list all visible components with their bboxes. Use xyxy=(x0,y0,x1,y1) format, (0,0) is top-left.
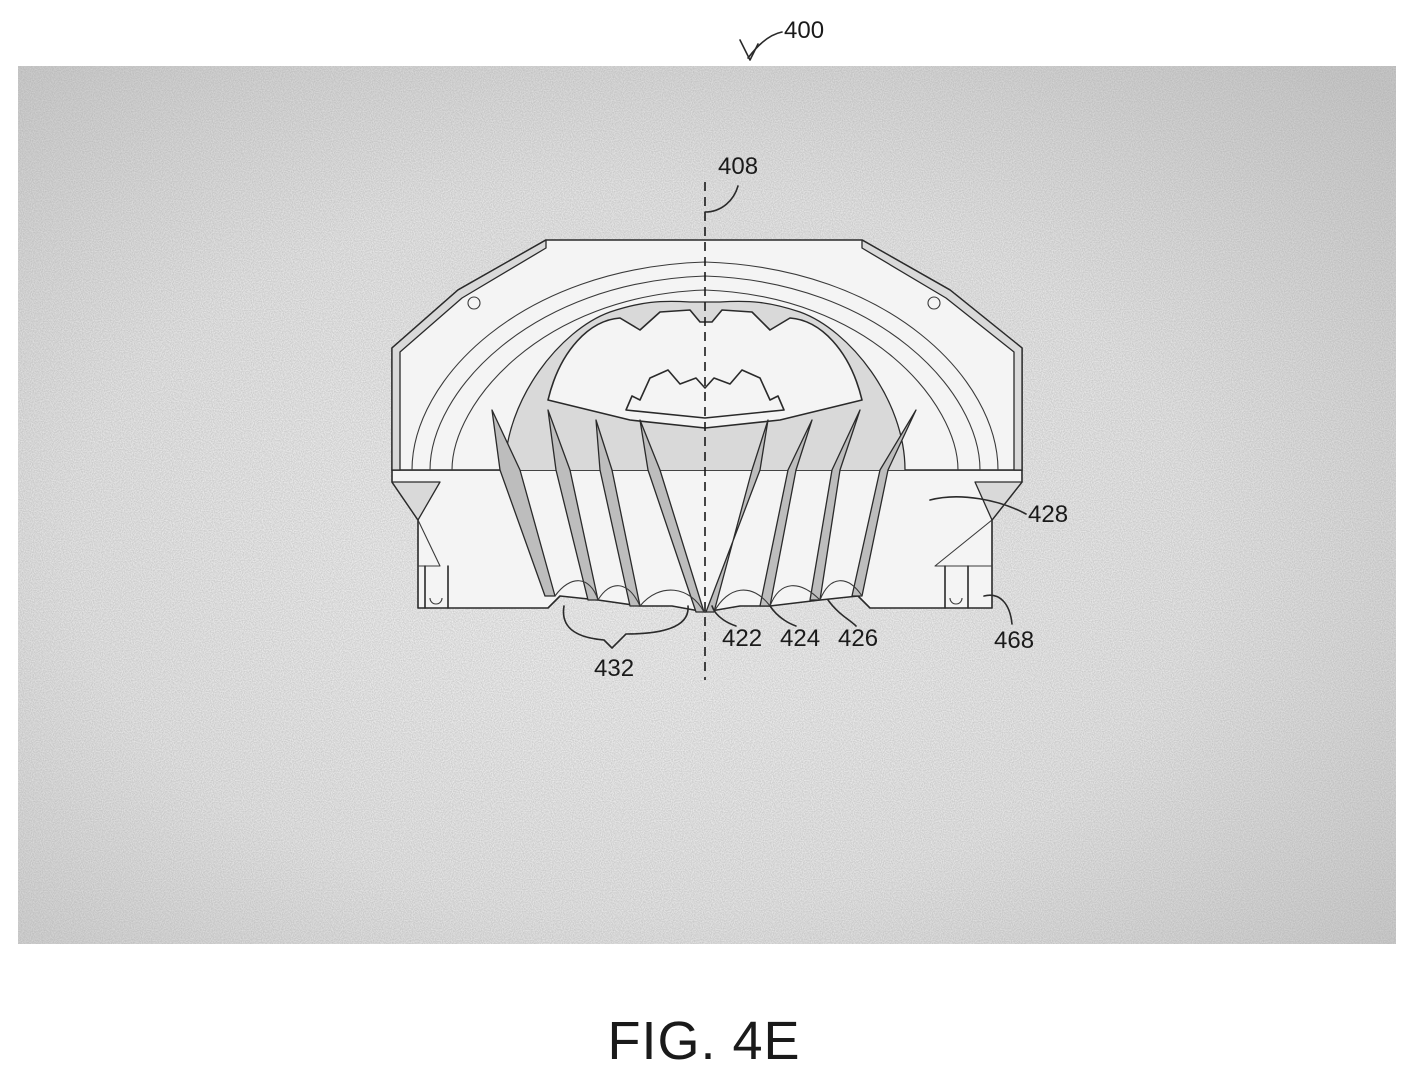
ref-468: 468 xyxy=(994,627,1034,654)
ref-426: 426 xyxy=(838,625,878,652)
vanes xyxy=(491,409,917,613)
ref-408: 408 xyxy=(718,153,758,180)
ref-422: 422 xyxy=(722,625,762,652)
figure-title: FIG. 4E xyxy=(607,1011,801,1071)
ref-424: 424 xyxy=(780,625,820,652)
inner-shroud xyxy=(504,300,906,471)
leader-lines xyxy=(562,31,1027,649)
housing-lower-block xyxy=(391,469,1023,613)
ref-400: 400 xyxy=(784,17,824,44)
ref-428: 428 xyxy=(1028,501,1068,528)
ref-432: 432 xyxy=(594,655,634,682)
